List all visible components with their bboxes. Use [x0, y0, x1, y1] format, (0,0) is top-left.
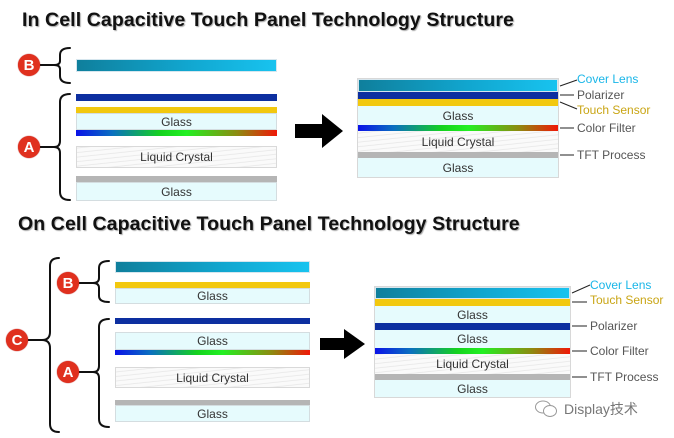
color-filter-layer	[358, 125, 558, 131]
glass-layer: Glass	[375, 380, 570, 397]
label-touch-sensor: Touch Sensor	[577, 103, 651, 117]
cover-lens-layer	[375, 287, 570, 299]
liquid-crystal-layer: Liquid Crystal	[76, 146, 277, 168]
glass-layer: Glass	[76, 113, 277, 130]
brace-b-top	[53, 47, 71, 84]
label-tft-process: TFT Process	[590, 370, 659, 384]
watermark-text: Display技术	[564, 401, 638, 417]
touch-sensor-layer	[76, 107, 277, 113]
polarizer-layer	[76, 94, 277, 101]
label-polarizer: Polarizer	[577, 88, 625, 102]
color-filter-layer	[115, 350, 310, 355]
label-color-filter: Color Filter	[577, 121, 636, 135]
touch-sensor-layer	[358, 99, 558, 106]
color-filter-layer	[76, 130, 277, 136]
tft-layer	[115, 400, 310, 405]
liquid-crystal-layer: Liquid Crystal	[375, 354, 570, 374]
cover-lens-layer	[76, 59, 277, 72]
polarizer-layer	[375, 323, 570, 330]
liquid-crystal-layer: Liquid Crystal	[358, 131, 558, 152]
cover-lens-layer	[115, 261, 310, 273]
touch-sensor-layer	[115, 282, 310, 288]
glass-layer: Glass	[375, 306, 570, 323]
arrow-right-top	[295, 114, 343, 148]
in-cell-assembled-frame	[357, 78, 559, 178]
liquid-crystal-layer: Liquid Crystal	[115, 367, 310, 388]
badge-a-top: A	[18, 136, 40, 158]
tft-layer	[76, 176, 277, 182]
arrow-right-bottom	[320, 329, 365, 359]
label-cover-lens: Cover Lens	[577, 72, 639, 86]
badge-a-bottom: A	[57, 361, 79, 383]
label-cover-lens: Cover Lens	[590, 278, 652, 292]
wechat-icon	[535, 400, 557, 417]
on-cell-title: On Cell Capacitive Touch Panel Technolog…	[18, 213, 520, 235]
brace-a-bottom	[92, 318, 110, 428]
glass-layer: Glass	[358, 158, 558, 177]
polarizer-layer	[115, 318, 310, 324]
touch-sensor-layer	[375, 299, 570, 306]
on-cell-assembled-frame	[374, 286, 571, 398]
label-color-filter: Color Filter	[590, 344, 649, 358]
glass-layer: Glass	[358, 106, 558, 125]
glass-layer: Glass	[375, 330, 570, 348]
in-cell-title: In Cell Capacitive Touch Panel Technolog…	[22, 9, 514, 31]
glass-layer: Glass	[115, 405, 310, 422]
label-touch-sensor: Touch Sensor	[590, 293, 664, 307]
brace-b-bottom	[92, 260, 110, 303]
label-polarizer: Polarizer	[590, 319, 638, 333]
glass-layer: Glass	[76, 182, 277, 201]
tft-layer	[375, 374, 570, 380]
cover-lens-layer	[358, 79, 558, 92]
polarizer-layer	[358, 92, 558, 99]
badge-b-top: B	[18, 54, 40, 76]
badge-c: C	[6, 329, 28, 351]
brace-a-top	[53, 93, 71, 201]
glass-layer: Glass	[115, 288, 310, 304]
watermark: Display技术	[534, 399, 638, 419]
color-filter-layer	[375, 348, 570, 354]
label-tft-process: TFT Process	[577, 148, 646, 162]
glass-layer: Glass	[115, 332, 310, 350]
badge-b-bottom: B	[57, 272, 79, 294]
tft-layer	[358, 152, 558, 158]
